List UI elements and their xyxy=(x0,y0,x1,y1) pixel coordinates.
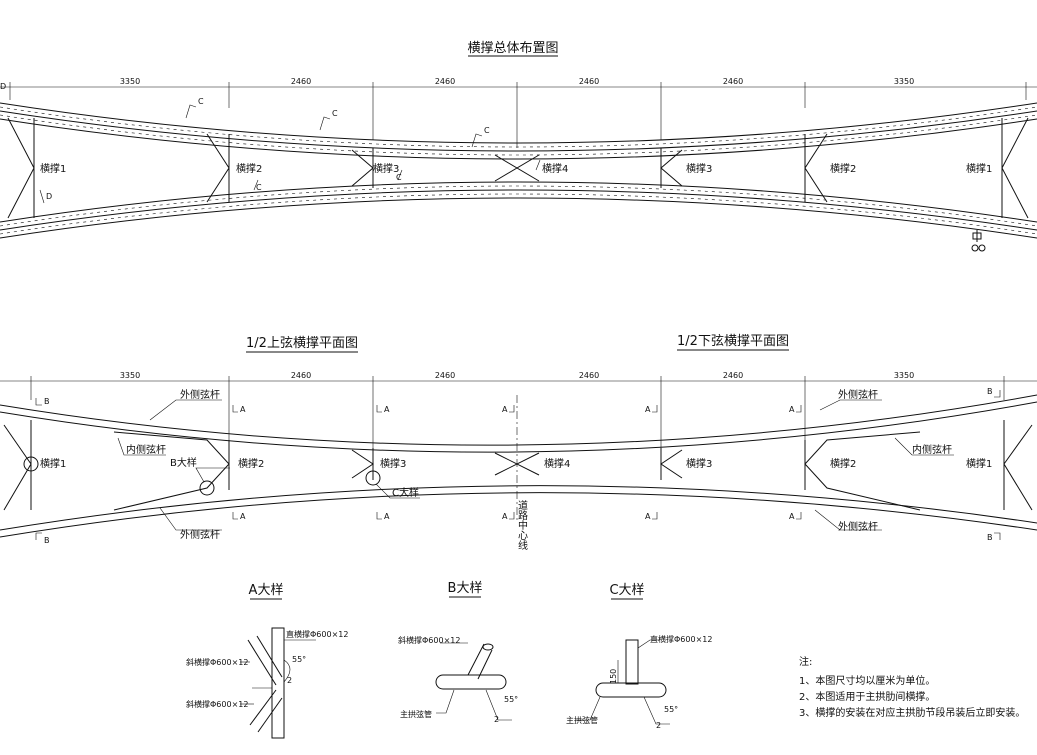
overall-dimension-line xyxy=(0,82,1037,148)
plan-brace-2-left: 横撑2 xyxy=(238,457,264,470)
label-outer-chord-1: 外侧弦杆 xyxy=(180,388,220,401)
detail-c-title: C大样 xyxy=(609,583,644,598)
overall-brace-1-left: 横撑1 xyxy=(40,162,66,175)
section-a-3: A xyxy=(384,405,390,414)
plan-brace-1-left: 横撑1 xyxy=(40,457,66,470)
detail-b-weld: 2 xyxy=(494,715,499,724)
section-mark-c-1: C xyxy=(198,97,204,106)
plan-dim-3: 2460 xyxy=(435,371,455,380)
section-mark-d-1: D xyxy=(46,192,52,201)
label-detail-c: C大样 xyxy=(392,486,419,499)
detail-a-angle: 55° xyxy=(292,655,306,664)
detail-c-weld: 2 xyxy=(656,721,661,730)
overall-brace-2-right: 横撑2 xyxy=(830,162,856,175)
detail-b-drawing xyxy=(435,642,512,721)
detail-a-drawing xyxy=(240,627,316,739)
detail-c-length: 150 xyxy=(609,669,618,684)
overall-brace-2-left: 横撑2 xyxy=(236,162,262,175)
plan-brace-4: 横撑4 xyxy=(544,457,570,470)
section-b-3: B xyxy=(987,387,993,396)
label-outer-chord-4: 外侧弦杆 xyxy=(838,520,878,533)
section-a-4: A xyxy=(384,512,390,521)
overall-dim-1: 3350 xyxy=(120,77,140,86)
section-mark-c-2: C xyxy=(332,109,338,118)
lower-plan-title: 1/2下弦横撑平面图 xyxy=(677,333,789,349)
upper-plan-title: 1/2上弦横撑平面图 xyxy=(246,335,358,351)
section-a-1: A xyxy=(240,405,246,414)
overall-dim-2: 2460 xyxy=(291,77,311,86)
section-a-2: A xyxy=(240,512,246,521)
overall-brace-4: 横撑4 xyxy=(542,162,568,175)
plan-brace-3-left: 横撑3 xyxy=(380,457,406,470)
overall-lower-rib xyxy=(0,181,1037,239)
detail-a-weld: 2 xyxy=(287,676,292,685)
plan-dim-6: 3350 xyxy=(894,371,914,380)
section-mark-c-5: C xyxy=(396,173,402,182)
detail-c-angle: 55° xyxy=(664,705,678,714)
overall-dim-6: 3350 xyxy=(894,77,914,86)
notes-heading: 注: xyxy=(799,655,812,668)
section-b-4: B xyxy=(987,533,993,542)
detail-a-title: A大样 xyxy=(249,583,284,598)
section-a-6: A xyxy=(502,512,508,521)
plan-dim-1: 3350 xyxy=(120,371,140,380)
detail-c-drawing xyxy=(576,639,670,725)
section-a-9: A xyxy=(789,405,795,414)
overall-upper-rib xyxy=(0,102,1037,160)
label-outer-chord-3: 外侧弦杆 xyxy=(838,388,878,401)
support-symbol xyxy=(971,230,986,252)
detail-a-diagonal-brace-2: 斜横撑Φ600×12 xyxy=(186,699,248,709)
detail-b-diagonal-brace: 斜横撑Φ600×12 xyxy=(398,635,460,645)
overall-brace-shapes xyxy=(7,117,1029,219)
detail-c-main-tube: 主拱弦管 xyxy=(566,715,598,725)
section-a-5: A xyxy=(502,405,508,414)
plan-dim-2: 2460 xyxy=(291,371,311,380)
overall-title: 横撑总体布置图 xyxy=(467,41,558,56)
overall-brace-1-right: 横撑1 xyxy=(966,162,992,175)
detail-a-straight-brace: 直横撑Φ600×12 xyxy=(286,629,348,639)
label-inner-chord-2: 内侧弦杆 xyxy=(912,443,952,456)
note-2: 2、本图适用于主拱肋间横撑。 xyxy=(799,690,935,703)
detail-b-main-tube: 主拱弦管 xyxy=(400,709,432,719)
section-b-2: B xyxy=(44,536,50,545)
note-3: 3、横撑的安装在对应主拱肋节段吊装后立即安装。 xyxy=(799,706,1025,719)
detail-a-diagonal-brace-1: 斜横撑Φ600×12 xyxy=(186,657,248,667)
plan-dimension-line xyxy=(0,376,1037,450)
plan-brace-shapes xyxy=(3,420,1033,511)
plan-section-marks xyxy=(35,390,1001,540)
plan-brace-1-right: 横撑1 xyxy=(966,457,992,470)
plan-leaders xyxy=(117,399,954,531)
label-inner-chord-1: 内侧弦杆 xyxy=(126,443,166,456)
overall-dim-5: 2460 xyxy=(723,77,743,86)
section-mark-d-2: D xyxy=(0,82,6,91)
section-a-10: A xyxy=(789,512,795,521)
plan-brace-3-right: 横撑3 xyxy=(686,457,712,470)
section-a-8: A xyxy=(645,512,651,521)
detail-c-straight-brace: 直横撑Φ600×12 xyxy=(650,634,712,644)
plan-chords xyxy=(0,394,1037,538)
label-outer-chord-2: 外侧弦杆 xyxy=(180,528,220,541)
section-mark-c-3: C xyxy=(484,126,490,135)
overall-brace-3-left: 横撑3 xyxy=(373,162,399,175)
detail-b-title: B大样 xyxy=(448,581,483,596)
plan-brace-2-right: 横撑2 xyxy=(830,457,856,470)
overall-dim-3: 2460 xyxy=(435,77,455,86)
section-b-1: B xyxy=(44,397,50,406)
overall-dim-4: 2460 xyxy=(579,77,599,86)
label-detail-b: B大样 xyxy=(170,456,197,469)
overall-brace-3-right: 横撑3 xyxy=(686,162,712,175)
plan-dim-5: 2460 xyxy=(723,371,743,380)
label-road-center: 道路中心线 xyxy=(516,499,528,550)
section-mark-c-4: C xyxy=(256,183,262,192)
note-1: 1、本图尺寸均以厘米为单位。 xyxy=(799,674,935,687)
section-a-7: A xyxy=(645,405,651,414)
detail-b-angle: 55° xyxy=(504,695,518,704)
overall-section-marks xyxy=(39,104,541,204)
plan-dim-4: 2460 xyxy=(579,371,599,380)
